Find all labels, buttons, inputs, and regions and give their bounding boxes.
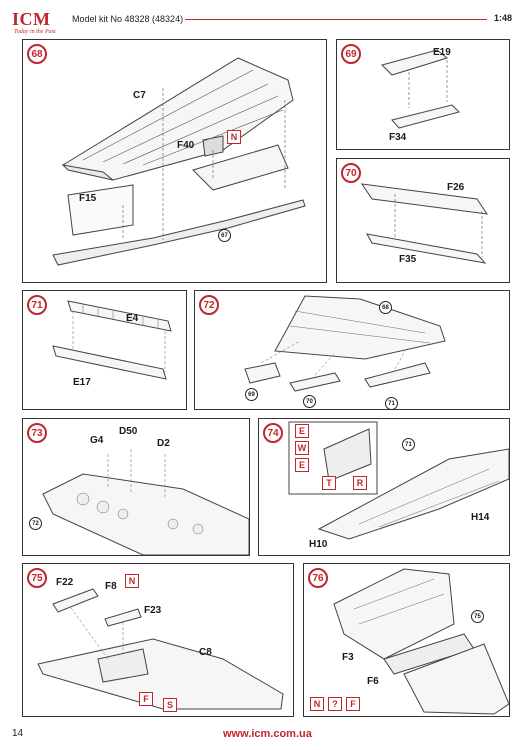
part-label-f35: F35 <box>399 254 417 265</box>
step-74-drawing <box>288 421 509 540</box>
step-75-panel: 75 F22 F8 N F23 C8 F S <box>22 563 294 717</box>
logo-text: ICM <box>12 9 51 29</box>
part-label-f23: F23 <box>144 605 162 616</box>
part-label-d2: D2 <box>157 438 170 449</box>
step-75-number: 75 <box>27 568 47 588</box>
step-73-number: 73 <box>27 423 47 443</box>
step-70-drawing <box>360 183 489 264</box>
step-71-panel: 71 E4 E17 <box>22 290 187 410</box>
part-label-f26: F26 <box>447 182 465 193</box>
step-68-number: 68 <box>27 44 47 64</box>
callout-question: ? <box>328 697 342 711</box>
step-70-panel: 70 F26 F35 <box>336 158 510 283</box>
step-ref-67: 67 <box>218 229 231 242</box>
callout-t: T <box>322 476 336 490</box>
callout-s: S <box>163 698 177 712</box>
step-76-number: 76 <box>308 568 328 588</box>
step-74-panel: 74 E W E T R 71 H14 H10 <box>258 418 510 556</box>
step-71-number: 71 <box>27 295 47 315</box>
step-68-panel: 68 C7 F40 F15 67 N <box>22 39 327 283</box>
step-76-panel: 76 75 F3 F6 N ? F <box>303 563 510 717</box>
part-label-f3: F3 <box>342 652 354 663</box>
step-69-panel: 69 E19 F34 <box>336 39 510 150</box>
callout-r: R <box>353 476 367 490</box>
step-69-drawing <box>381 49 460 129</box>
step-ref-75: 75 <box>471 610 484 623</box>
step-ref-72: 72 <box>29 517 42 530</box>
step-70-number: 70 <box>341 163 361 183</box>
logo-tagline: Today in the Past <box>14 29 56 35</box>
callout-w: W <box>295 441 309 455</box>
callout-f-76: F <box>346 697 360 711</box>
step-72-panel: 72 68 69 70 71 <box>194 290 510 410</box>
part-label-e4: E4 <box>126 313 139 324</box>
step-ref-68: 68 <box>379 301 392 314</box>
part-label-e19: E19 <box>433 47 451 58</box>
part-label-f15: F15 <box>79 193 97 204</box>
header-rule <box>185 19 487 20</box>
icm-logo: ICM Today in the Past <box>12 9 62 39</box>
callout-e-top: E <box>295 424 309 438</box>
callout-f-75: F <box>139 692 153 706</box>
kit-title: Model kit No 48328 (48324) <box>72 14 184 24</box>
website-link[interactable]: www.icm.com.ua <box>223 728 312 740</box>
part-label-c8: C8 <box>199 647 212 658</box>
page-number: 14 <box>12 728 24 739</box>
part-label-h14: H14 <box>471 512 490 523</box>
step-75-drawing <box>37 588 284 710</box>
kit-scale: 1:48 <box>494 13 513 23</box>
step-ref-71-b: 71 <box>402 438 415 451</box>
step-76-drawing <box>333 568 509 715</box>
part-label-f8: F8 <box>105 581 117 592</box>
part-label-c7: C7 <box>133 90 146 101</box>
part-label-f40: F40 <box>177 140 195 151</box>
step-73-panel: 73 G4 D50 D2 72 <box>22 418 250 556</box>
callout-e-bottom: E <box>295 458 309 472</box>
step-71-drawing <box>52 300 172 380</box>
step-74-number: 74 <box>263 423 283 443</box>
callout-n: N <box>227 130 241 144</box>
step-68-drawing <box>52 57 306 266</box>
step-ref-71: 71 <box>385 397 398 410</box>
step-73-drawing <box>42 449 249 555</box>
part-label-d50: D50 <box>119 426 138 437</box>
callout-n-75: N <box>125 574 139 588</box>
part-label-g4: G4 <box>90 435 104 446</box>
callout-n-76: N <box>310 697 324 711</box>
step-69-number: 69 <box>341 44 361 64</box>
step-ref-69: 69 <box>245 388 258 401</box>
part-label-h10: H10 <box>309 539 328 550</box>
step-72-number: 72 <box>199 295 219 315</box>
part-label-f34: F34 <box>389 132 407 143</box>
step-72-drawing <box>244 295 446 392</box>
part-label-f22: F22 <box>56 577 74 588</box>
step-ref-70: 70 <box>303 395 316 408</box>
part-label-f6: F6 <box>367 676 379 687</box>
part-label-e17: E17 <box>73 377 91 388</box>
